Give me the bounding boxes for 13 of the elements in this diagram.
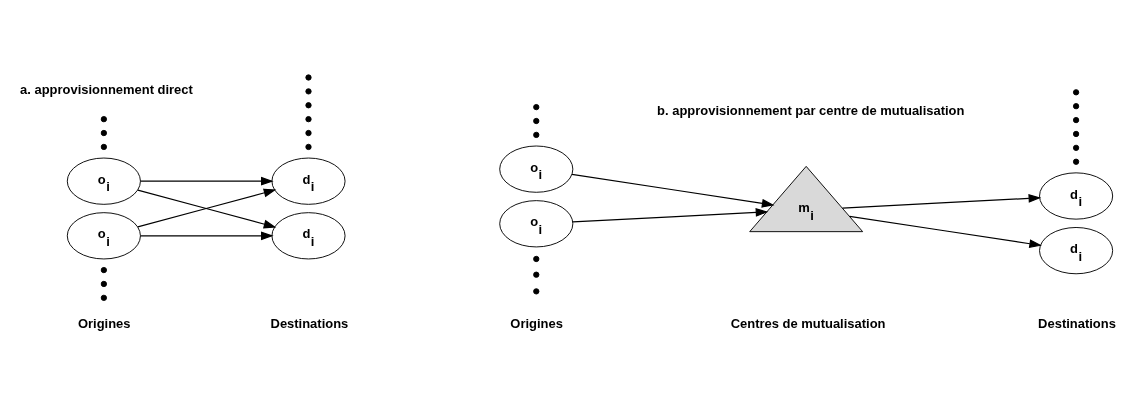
arrow [841, 193, 1042, 209]
arrow [572, 207, 769, 223]
label: Centres de mutualisation [730, 315, 886, 331]
arrow [571, 173, 775, 208]
label: Origines [77, 315, 131, 331]
label: a. approvisionnement direct [20, 81, 193, 97]
arrow [849, 215, 1042, 248]
label: Destinations [1038, 315, 1116, 331]
label: Destinations [270, 315, 349, 331]
label: b. approvisionnement par centre de mutualisation [657, 102, 965, 118]
arrow [140, 230, 274, 240]
arrow [140, 176, 274, 186]
label: Origines [510, 315, 563, 331]
